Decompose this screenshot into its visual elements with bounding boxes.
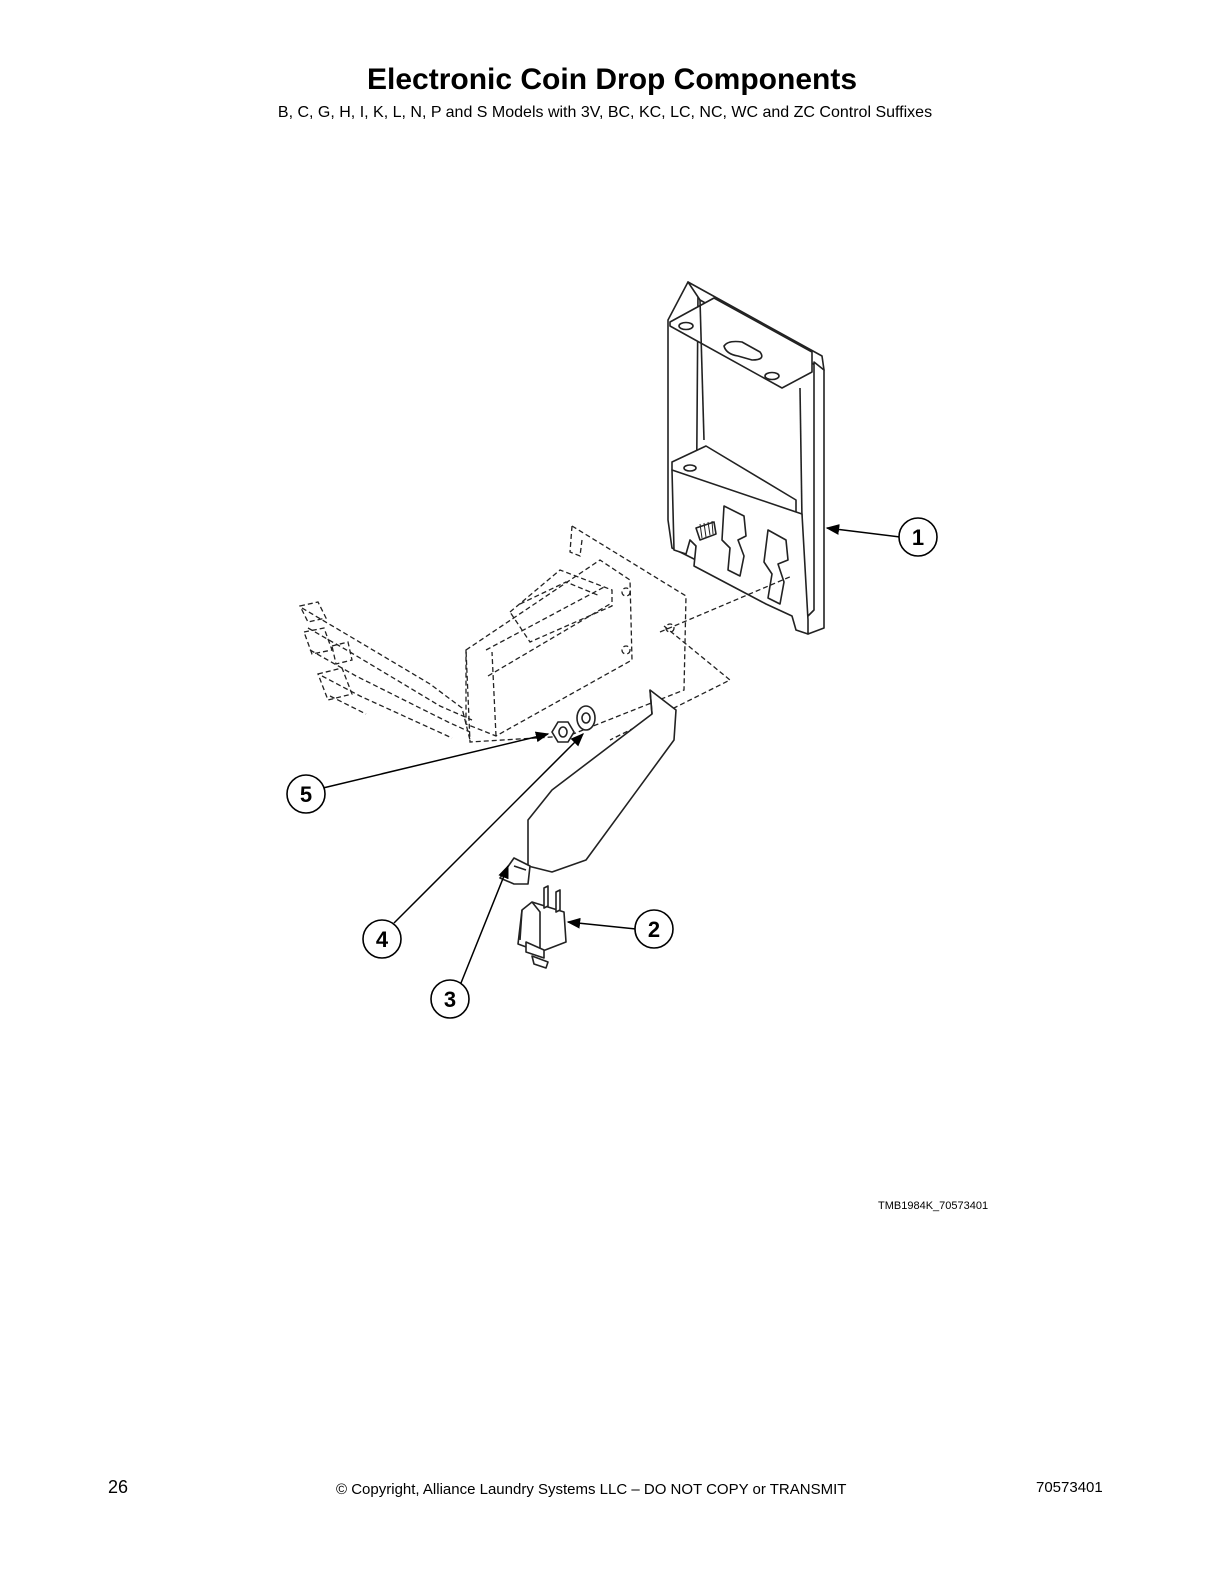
copyright-notice: © Copyright, Alliance Laundry Systems LL… xyxy=(336,1481,847,1498)
callout-2: 2 xyxy=(634,909,674,949)
callout-5-label: 5 xyxy=(300,782,312,807)
callouts: 1 2 3 4 5 xyxy=(286,517,938,1019)
hex-nut-part xyxy=(551,721,575,743)
callout-1: 1 xyxy=(898,517,938,557)
coin-drop-bracket-part xyxy=(667,281,825,635)
page-subtitle: B, C, G, H, I, K, L, N, P and S Models w… xyxy=(277,104,933,121)
leader-line-3 xyxy=(460,864,509,984)
electronic-control-reference-phantom xyxy=(299,525,793,743)
leader-line-4 xyxy=(393,733,584,924)
figure-code: TMB1984K_70573401 xyxy=(878,1200,989,1212)
callout-4-label: 4 xyxy=(376,927,389,952)
callout-4: 4 xyxy=(362,919,402,959)
page-number: 26 xyxy=(108,1477,129,1497)
document-number: 70573401 xyxy=(1036,1479,1103,1496)
callout-2-label: 2 xyxy=(648,917,660,942)
callout-5: 5 xyxy=(286,774,326,814)
leader-line-1 xyxy=(825,524,901,538)
callout-3: 3 xyxy=(430,979,470,1019)
page-title: Electronic Coin Drop Components xyxy=(366,63,858,96)
callout-3-label: 3 xyxy=(444,987,456,1012)
leader-line-5 xyxy=(322,731,550,789)
washer-part xyxy=(576,705,596,731)
leader-lines xyxy=(322,524,901,984)
switch-part xyxy=(517,885,567,969)
leader-line-2 xyxy=(566,917,637,930)
callout-1-label: 1 xyxy=(912,525,924,550)
